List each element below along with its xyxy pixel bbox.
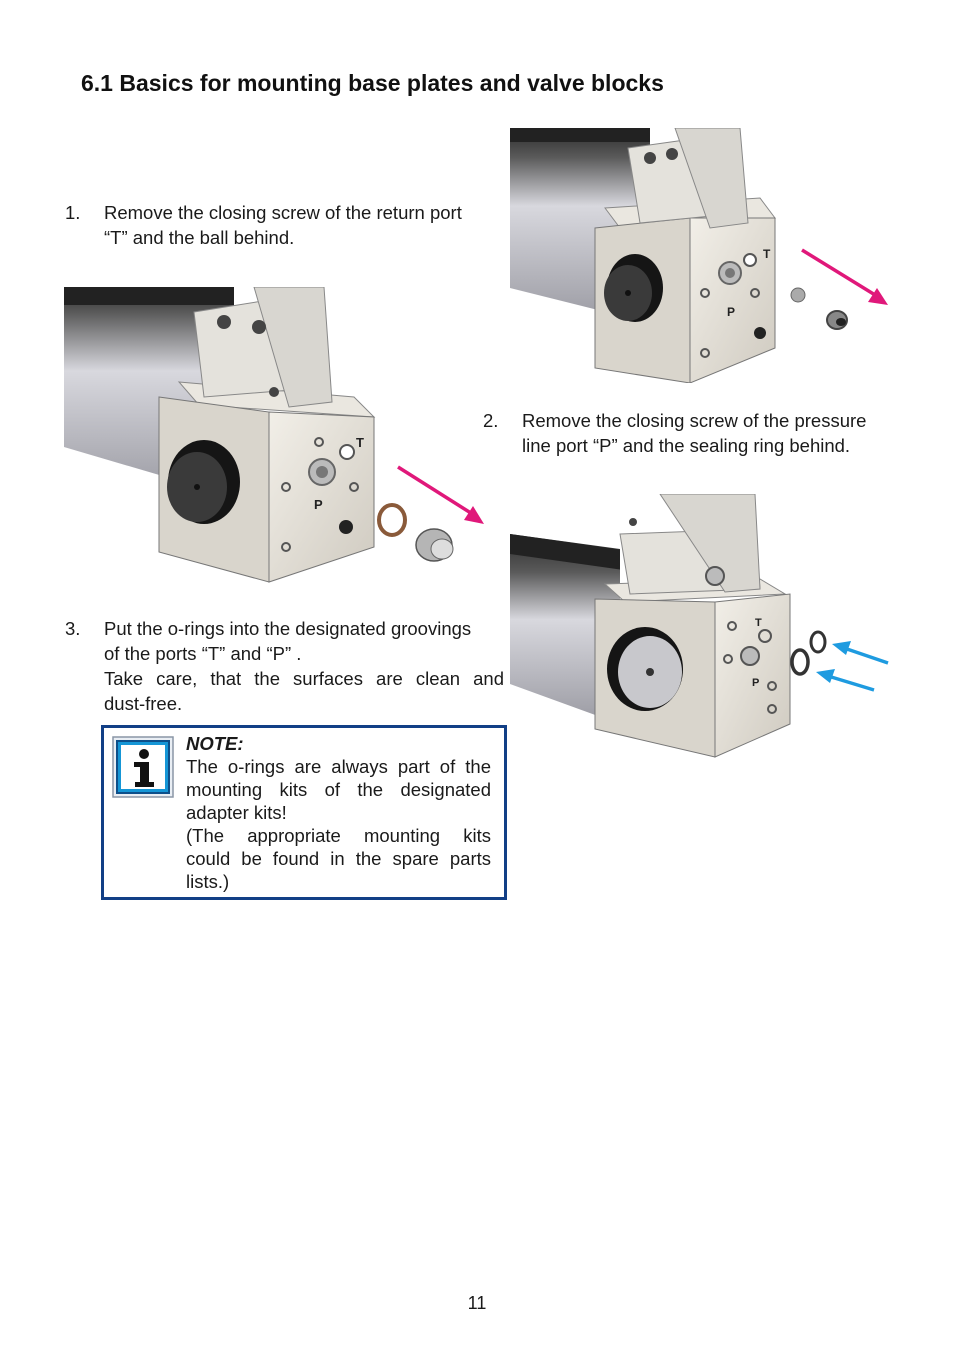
note-line: mounting kits of the designated [186, 779, 491, 800]
info-icon [112, 736, 174, 798]
step-text-line: of the ports “T” and “P” . [104, 643, 302, 664]
step-number: 2. [483, 410, 499, 431]
figure-insert-o-rings: T P [510, 494, 889, 758]
step-2: 2. Remove the closing screw of the press… [483, 408, 893, 460]
note-line: The o-rings are always part of the [186, 756, 491, 777]
note-box: NOTE: The o-rings are always part of the… [101, 725, 507, 900]
step-number: 1. [65, 202, 81, 223]
page-number: 11 [467, 1293, 487, 1313]
port-label-t: T [755, 617, 762, 629]
port-label-p: P [727, 305, 735, 319]
note-line: lists.) [186, 871, 230, 892]
section-heading: 6.1 Basics for mounting base plates and … [81, 70, 664, 96]
arrow-insert [827, 674, 875, 692]
note-line: (The appropriate mounting kits [186, 825, 491, 846]
port-label-t: T [356, 435, 364, 450]
step-text-line: dust-free. [104, 693, 183, 714]
figure-remove-t-screw: T P [510, 128, 888, 383]
step-text-line: Remove the closing screw of the pressure [522, 410, 867, 431]
step-text-line: Put the o-rings into the designated groo… [104, 618, 472, 639]
arrow-remove [397, 465, 475, 517]
note-line: adapter kits! [186, 802, 287, 823]
figure-remove-p-screw: T P [64, 287, 484, 583]
step-text-line: line port “P” and the sealing ring behin… [522, 435, 851, 456]
step-number: 3. [65, 618, 81, 639]
step-text-line: Take care, that the surfaces are clean a… [104, 668, 504, 689]
arrow-remove [801, 248, 881, 300]
note-line: could be found in the spare parts [186, 848, 491, 869]
port-label-t: T [763, 247, 771, 261]
step-text-line: Remove the closing screw of the return p… [104, 202, 462, 223]
port-label-p: P [752, 677, 759, 689]
note-title: NOTE: [186, 733, 244, 754]
step-text-line: “T” and the ball behind. [104, 227, 295, 248]
port-label-p: P [314, 497, 323, 512]
step-3: 3. Put the o-rings into the designated g… [65, 616, 505, 718]
step-1: 1. Remove the closing screw of the retur… [65, 200, 505, 252]
arrow-insert [843, 646, 889, 665]
